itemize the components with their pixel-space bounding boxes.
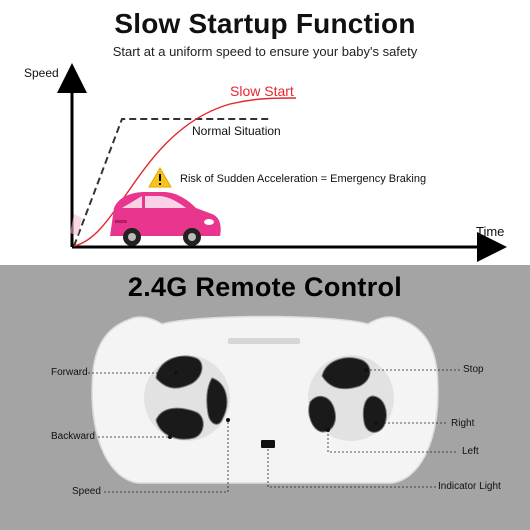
warning-icon bbox=[148, 167, 172, 188]
right-label: Right bbox=[451, 418, 475, 429]
left-pad bbox=[144, 355, 230, 441]
slow-start-label: Slow Start bbox=[230, 83, 294, 99]
stop-label: Stop bbox=[463, 364, 484, 375]
car-icon bbox=[70, 192, 221, 246]
y-axis-label: Speed bbox=[24, 66, 59, 80]
warning-label: Risk of Sudden Acceleration = Emergency … bbox=[180, 173, 427, 185]
slow-startup-section bbox=[0, 0, 530, 262]
x-axis-label: Time bbox=[476, 224, 505, 239]
normal-situation-line bbox=[73, 118, 272, 247]
right-pad bbox=[308, 355, 394, 441]
left-label: Left bbox=[462, 446, 479, 457]
section-subtitle: Start at a uniform speed to ensure your … bbox=[112, 44, 418, 59]
normal-situation-label: Normal Situation bbox=[192, 124, 281, 138]
leader-lines bbox=[88, 369, 460, 493]
slow-start-curve bbox=[73, 97, 297, 247]
remote-title: 2.4G Remote Control bbox=[127, 272, 403, 302]
indicator-light-label: Indicator Light bbox=[438, 481, 501, 492]
leader-dots bbox=[168, 368, 378, 447]
speed-label: Speed bbox=[72, 486, 101, 497]
section-title: Slow Startup Function bbox=[114, 8, 416, 39]
forward-label: Forward bbox=[51, 367, 88, 378]
backward-label: Backward bbox=[51, 431, 95, 442]
